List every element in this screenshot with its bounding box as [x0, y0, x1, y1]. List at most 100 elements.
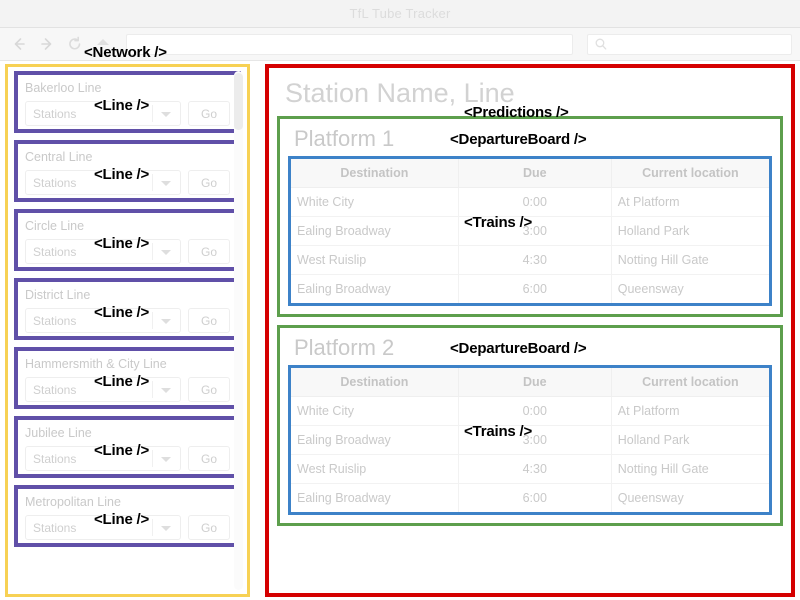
- sidebar-scrollbar-track[interactable]: [234, 71, 243, 590]
- line-controls: Stations Go: [25, 170, 230, 195]
- line-name: Jubilee Line: [25, 426, 92, 440]
- go-button[interactable]: Go: [188, 101, 230, 126]
- chevron-down-icon: [161, 525, 171, 531]
- cell-destination: Ealing Broadway: [291, 425, 459, 455]
- chevron-down-icon: [161, 456, 171, 462]
- cell-destination: Ealing Broadway: [291, 483, 459, 512]
- select-divider: [152, 450, 153, 467]
- go-button[interactable]: Go: [188, 515, 230, 540]
- station-select-placeholder: Stations: [33, 175, 77, 190]
- annotation-departure-board: <DepartureBoard />: [450, 340, 587, 357]
- column-header: Destination: [291, 159, 459, 188]
- line-controls: Stations Go: [25, 377, 230, 402]
- select-divider: [152, 174, 153, 191]
- cell-due: 4:30: [458, 454, 612, 484]
- cell-due: 4:30: [458, 245, 612, 275]
- line-name: Hammersmith & City Line: [25, 357, 167, 371]
- predictions-panel: Station Name, Line <Predictions /> Platf…: [265, 64, 795, 597]
- cell-destination: Ealing Broadway: [291, 274, 459, 303]
- annotation-trains: <Trains />: [464, 423, 533, 440]
- column-header: Due: [458, 159, 612, 188]
- column-header: Due: [458, 368, 612, 397]
- station-select[interactable]: Stations: [25, 308, 181, 333]
- chevron-down-icon: [161, 318, 171, 324]
- address-bar[interactable]: [126, 33, 573, 55]
- platform-title: Platform 2: [294, 335, 395, 360]
- line-controls: Stations Go: [25, 239, 230, 264]
- select-divider: [152, 243, 153, 260]
- line-controls: Stations Go: [25, 101, 230, 126]
- column-header: Current location: [611, 159, 769, 188]
- station-select[interactable]: Stations: [25, 170, 181, 195]
- station-select[interactable]: Stations: [25, 446, 181, 471]
- cell-destination: White City: [291, 187, 459, 217]
- select-divider: [152, 381, 153, 398]
- chevron-down-icon: [161, 111, 171, 117]
- station-select[interactable]: Stations: [25, 239, 181, 264]
- station-select-placeholder: Stations: [33, 520, 77, 535]
- reload-icon[interactable]: [64, 33, 86, 55]
- line-name: Circle Line: [25, 219, 85, 233]
- go-button[interactable]: Go: [188, 239, 230, 264]
- line-name: Bakerloo Line: [25, 81, 102, 95]
- cell-due: 3:00: [458, 216, 612, 246]
- station-select[interactable]: Stations: [25, 515, 181, 540]
- go-button[interactable]: Go: [188, 308, 230, 333]
- station-select[interactable]: Stations: [25, 377, 181, 402]
- chevron-down-icon: [161, 387, 171, 393]
- annotation-trains: <Trains />: [464, 214, 533, 231]
- line-controls: Stations Go: [25, 446, 230, 471]
- station-select-placeholder: Stations: [33, 451, 77, 466]
- line-name: Central Line: [25, 150, 93, 164]
- annotation-line: <Line />: [94, 235, 150, 252]
- cell-location: Queensway: [617, 282, 684, 296]
- cell-due: 0:00: [458, 396, 612, 426]
- cell-due: 6:00: [458, 274, 612, 303]
- back-arrow-icon[interactable]: [8, 33, 30, 55]
- cell-destination: White City: [291, 396, 459, 426]
- browser-search-box[interactable]: [587, 33, 792, 55]
- forward-arrow-icon[interactable]: [36, 33, 58, 55]
- cell-location: At Platform: [611, 396, 769, 426]
- station-select[interactable]: Stations: [25, 101, 181, 126]
- annotation-line: <Line />: [94, 166, 150, 183]
- go-button[interactable]: Go: [188, 446, 230, 471]
- cell-due: 3:00: [458, 425, 612, 455]
- search-icon: [594, 37, 608, 51]
- cell-destination: West Ruislip: [291, 245, 459, 275]
- station-select-placeholder: Stations: [33, 313, 77, 328]
- cell-due: 0:00: [458, 187, 612, 217]
- go-button[interactable]: Go: [188, 377, 230, 402]
- station-select-placeholder: Stations: [33, 106, 77, 121]
- go-button[interactable]: Go: [188, 170, 230, 195]
- page-title: Station Name, Line: [285, 78, 515, 108]
- line-name: District Line: [25, 288, 91, 302]
- sidebar-scrollbar-thumb[interactable]: [234, 73, 243, 130]
- cell-location: Notting Hill Gate: [611, 245, 769, 275]
- home-icon[interactable]: [92, 33, 114, 55]
- window-titlebar: TfL Tube Tracker: [0, 0, 800, 28]
- station-select-placeholder: Stations: [33, 382, 77, 397]
- line-controls: Stations Go: [25, 308, 230, 333]
- cell-destination: West Ruislip: [291, 454, 459, 484]
